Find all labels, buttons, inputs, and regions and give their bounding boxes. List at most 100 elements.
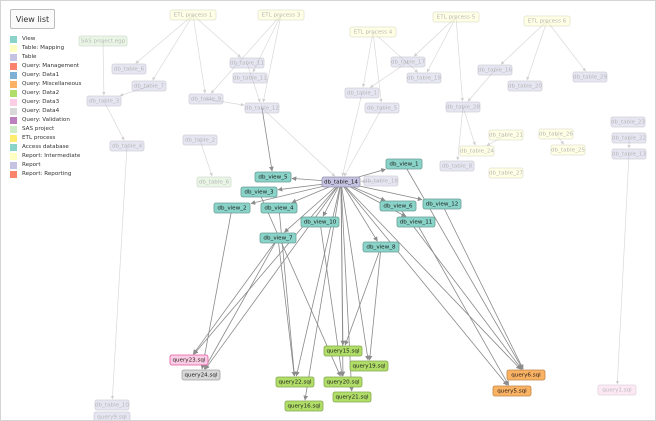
node-t23[interactable]: db_table_23 — [610, 116, 645, 128]
node-t18[interactable]: db_table_18 — [363, 175, 398, 187]
node-box[interactable] — [321, 176, 361, 188]
node-q23[interactable]: query23.sql — [169, 354, 209, 366]
node-v8[interactable]: db_view_8 — [362, 241, 400, 253]
node-box[interactable] — [94, 399, 130, 411]
node-box[interactable] — [344, 87, 380, 99]
node-etl1[interactable]: ETL process 1 — [169, 9, 217, 21]
node-v1[interactable]: db_view_1 — [385, 158, 423, 170]
node-t28[interactable]: db_table_28 — [445, 101, 481, 113]
node-v7[interactable]: db_view_7 — [259, 232, 297, 244]
node-box[interactable] — [257, 9, 305, 21]
node-box[interactable] — [182, 134, 218, 146]
node-v5[interactable]: db_view_5 — [254, 171, 292, 183]
node-box[interactable] — [332, 391, 372, 403]
node-v11[interactable]: db_view_11 — [396, 216, 436, 228]
node-t2[interactable]: db_table_2 — [182, 134, 218, 146]
node-box[interactable] — [611, 148, 647, 160]
node-t8[interactable]: db_table_8 — [439, 160, 475, 172]
node-qx[interactable]: query9.sql — [93, 411, 131, 420]
node-t1[interactable]: db_table_1 — [344, 87, 380, 99]
node-etl5[interactable]: ETL process 5 — [432, 11, 480, 23]
node-t3[interactable]: db_table_3 — [86, 95, 122, 107]
node-box[interactable] — [232, 72, 268, 84]
node-box[interactable] — [492, 385, 532, 397]
node-box[interactable] — [488, 129, 524, 141]
node-t11b[interactable]: db_table_11 — [232, 72, 268, 84]
node-box[interactable] — [213, 202, 251, 214]
node-box[interactable] — [111, 63, 147, 75]
node-t5[interactable]: db_table_5 — [364, 102, 400, 114]
node-box[interactable] — [323, 376, 363, 388]
node-t10[interactable]: db_table_10 — [94, 399, 130, 411]
node-box[interactable] — [507, 80, 543, 92]
node-q5[interactable]: query5.sql — [492, 385, 532, 397]
node-box[interactable] — [459, 145, 495, 157]
node-sas[interactable]: SAS project.egp — [78, 35, 128, 47]
node-t14[interactable]: db_table_14 — [321, 176, 361, 188]
node-v6[interactable]: db_view_6 — [379, 200, 417, 212]
node-etl3[interactable]: ETL process 3 — [257, 9, 305, 21]
node-t13[interactable]: db_table_13 — [611, 148, 647, 160]
node-box[interactable] — [364, 102, 400, 114]
node-box[interactable] — [550, 144, 586, 156]
node-t25[interactable]: db_table_25 — [550, 144, 586, 156]
node-q20[interactable]: query20.sql — [323, 376, 363, 388]
node-q21[interactable]: query21.sql — [332, 391, 372, 403]
node-box[interactable] — [488, 167, 524, 179]
node-t6[interactable]: db_table_6 — [111, 63, 147, 75]
node-box[interactable] — [349, 360, 389, 372]
node-box[interactable] — [422, 198, 462, 210]
node-box[interactable] — [131, 80, 167, 92]
view-list-button[interactable]: View list — [10, 9, 55, 29]
node-box[interactable] — [260, 202, 298, 214]
node-box[interactable] — [284, 400, 324, 412]
node-q6[interactable]: query6.sql — [506, 369, 546, 381]
node-box[interactable] — [445, 101, 481, 113]
node-etl6[interactable]: ETL process 6 — [523, 15, 571, 27]
node-box[interactable] — [611, 132, 647, 144]
node-box[interactable] — [572, 71, 608, 83]
node-etl4[interactable]: ETL process 4 — [349, 26, 397, 38]
node-box[interactable] — [439, 160, 475, 172]
node-box[interactable] — [349, 26, 397, 38]
node-v2[interactable]: db_view_2 — [213, 202, 251, 214]
node-t26[interactable]: db_table_26 — [538, 128, 574, 140]
node-v4[interactable]: db_view_4 — [260, 202, 298, 214]
node-box[interactable] — [385, 158, 423, 170]
node-t17[interactable]: db_table_17 — [390, 56, 425, 68]
node-box[interactable] — [169, 354, 209, 366]
node-q19[interactable]: query19.sql — [349, 360, 389, 372]
node-box[interactable] — [254, 171, 292, 183]
node-box[interactable] — [323, 345, 363, 357]
node-t27[interactable]: db_table_27 — [488, 167, 524, 179]
node-t24[interactable]: db_table_24 — [459, 145, 495, 157]
node-q16[interactable]: query16.sql — [284, 400, 324, 412]
node-box[interactable] — [477, 64, 513, 76]
node-t20[interactable]: db_table_20 — [507, 80, 543, 92]
node-t7[interactable]: db_table_7 — [131, 80, 167, 92]
node-box[interactable] — [396, 216, 436, 228]
node-box[interactable] — [362, 241, 400, 253]
node-box[interactable] — [93, 411, 131, 420]
node-box[interactable] — [259, 232, 297, 244]
node-t19[interactable]: db_table_19 — [406, 72, 442, 84]
node-box[interactable] — [229, 57, 265, 69]
node-v12[interactable]: db_view_12 — [422, 198, 462, 210]
node-t9[interactable]: db_table_9 — [188, 93, 224, 105]
node-q24[interactable]: query24.sql — [181, 369, 221, 381]
node-box[interactable] — [406, 72, 442, 84]
node-q1[interactable]: query1.sql — [597, 384, 637, 396]
node-box[interactable] — [196, 176, 232, 188]
node-t22[interactable]: db_table_22 — [611, 132, 647, 144]
node-box[interactable] — [240, 186, 278, 198]
node-box[interactable] — [78, 35, 128, 47]
node-box[interactable] — [300, 216, 340, 228]
node-box[interactable] — [188, 93, 224, 105]
node-box[interactable] — [109, 140, 145, 152]
node-box[interactable] — [169, 9, 217, 21]
node-q15[interactable]: query15.sql — [323, 345, 363, 357]
node-box[interactable] — [538, 128, 574, 140]
node-t12[interactable]: db_table_12 — [244, 102, 280, 114]
